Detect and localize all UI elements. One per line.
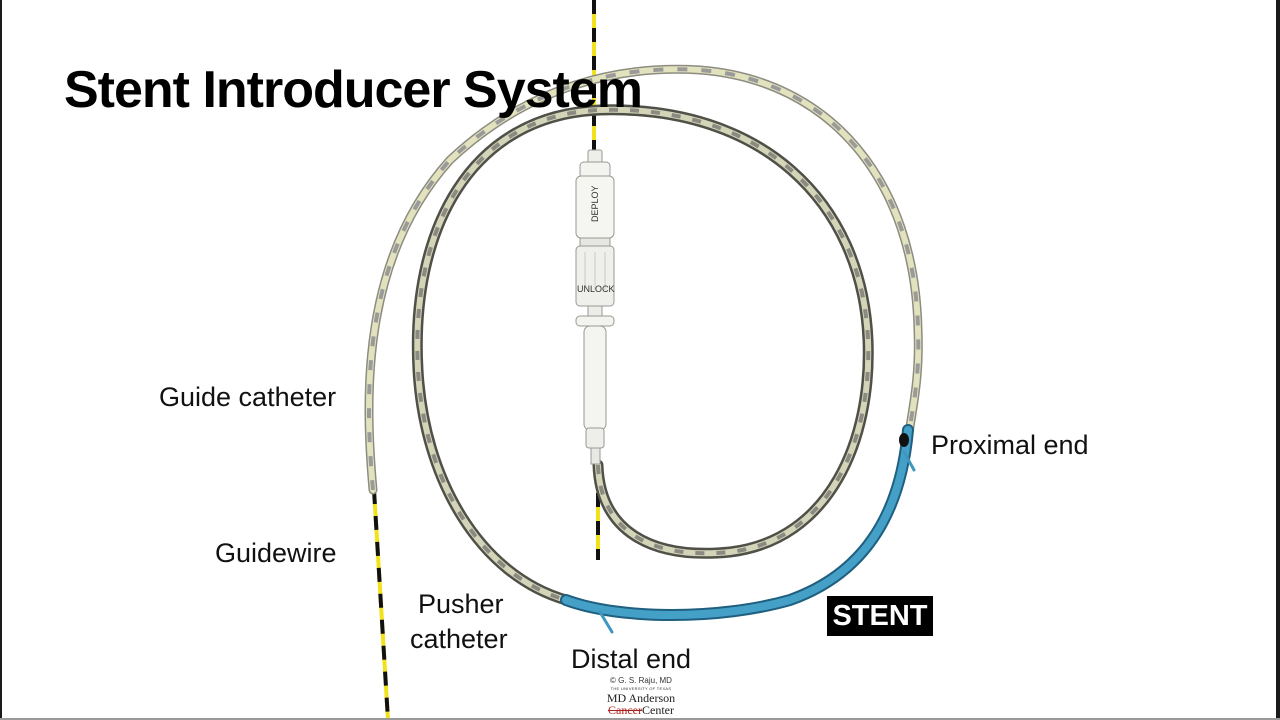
pusher-catheter-label-line2: catheter: [410, 624, 508, 654]
credit-block: © G. S. Raju, MD THE UNIVERSITY OF TEXAS…: [596, 676, 686, 716]
center-word-2: Center: [641, 703, 674, 717]
institution-name: MD Anderson: [606, 691, 676, 705]
institution-small-text: THE UNIVERSITY OF TEXAS: [610, 686, 672, 691]
copyright-text: © G. S. Raju, MD: [610, 676, 672, 685]
pusher-catheter-label-line1: Pusher: [418, 589, 504, 619]
deploy-text: DEPLOY: [590, 185, 600, 222]
center-word-1: Cancer: [608, 703, 642, 717]
left-border: [0, 0, 2, 720]
distal-end-label: Distal end: [571, 644, 692, 674]
pusher-catheter-shape: [411, 104, 874, 606]
center-name: CancerCenter: [596, 704, 686, 716]
guide-catheter-label: Guide catheter: [159, 382, 337, 412]
bottom-border: [0, 718, 1280, 720]
right-border: [1276, 0, 1280, 720]
guide-catheter-shape: [364, 64, 923, 495]
slide-title: Stent Introducer System: [64, 61, 643, 119]
guidewire-label: Guidewire: [215, 538, 337, 568]
proximal-end-label: Proximal end: [931, 430, 1089, 460]
unlock-text: UNLOCK: [577, 284, 615, 294]
introducer-handle: DEPLOY UNLOCK: [575, 149, 615, 465]
stent-shape: [560, 424, 916, 634]
stent-label: STENT: [827, 596, 933, 636]
